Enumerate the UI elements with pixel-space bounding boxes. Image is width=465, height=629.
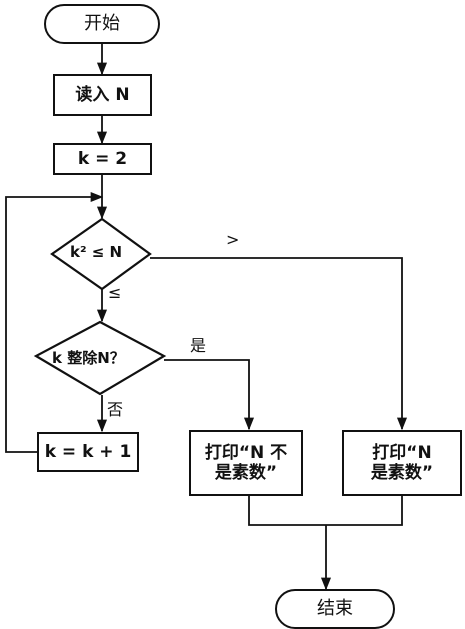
end-terminal: 结束 xyxy=(275,589,395,629)
start-label: 开始 xyxy=(84,13,120,35)
edge-label-greater: > xyxy=(226,230,240,249)
edge-cond2-yes xyxy=(164,359,255,431)
decision-k-divides-n xyxy=(33,320,167,396)
print-not-prime-label: 打印“N 不 是素数” xyxy=(204,442,288,483)
print-prime-label: 打印“N 是素数” xyxy=(370,442,434,483)
increment-k-box: k = k + 1 xyxy=(37,432,139,472)
read-n-label: 读入 N xyxy=(75,84,130,105)
edge-label-no: 否 xyxy=(107,400,124,419)
decision-k-squared-le-n xyxy=(50,217,152,291)
init-k-box: k = 2 xyxy=(53,143,152,175)
print-prime-box: 打印“N 是素数” xyxy=(342,430,462,496)
increment-k-label: k = k + 1 xyxy=(44,441,132,462)
edge-label-yes: 是 xyxy=(190,336,207,355)
edge-label-le: ≤ xyxy=(108,283,122,302)
decision-k-squared-le-n-label: k² ≤ N xyxy=(70,243,123,261)
edge-cond1-greater xyxy=(150,257,408,431)
flowchart-diagram xyxy=(5,43,408,591)
end-label: 结束 xyxy=(317,598,353,620)
init-k-label: k = 2 xyxy=(77,148,128,169)
start-terminal: 开始 xyxy=(44,4,160,44)
edge-loop-back xyxy=(5,191,104,453)
read-n-box: 读入 N xyxy=(53,74,152,116)
edge-merge xyxy=(248,495,403,526)
decision-k-divides-n-label: k 整除N？ xyxy=(52,349,125,367)
print-not-prime-box: 打印“N 不 是素数” xyxy=(189,430,303,496)
